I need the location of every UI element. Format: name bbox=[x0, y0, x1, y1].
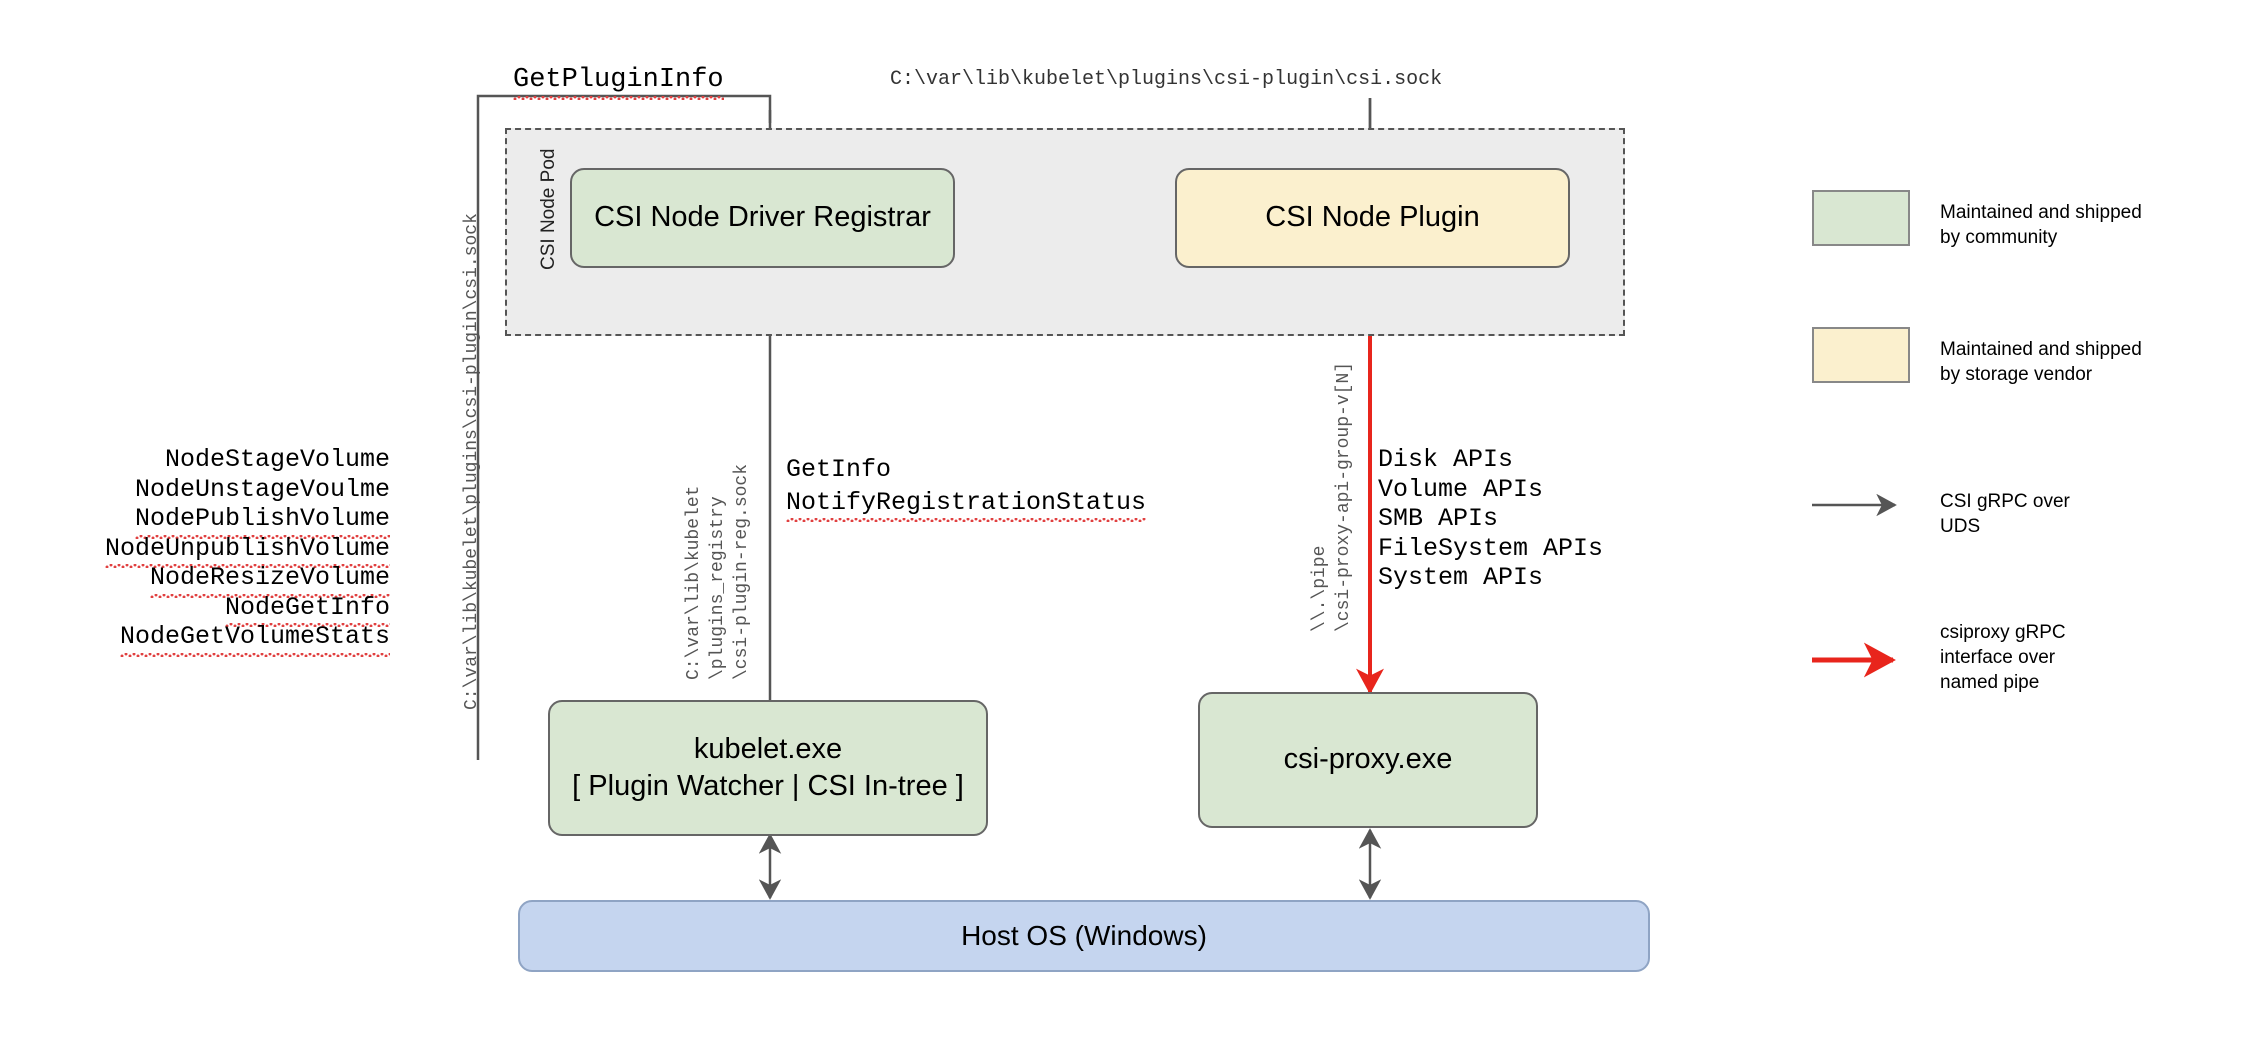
notify-registration-status-label: NotifyRegistrationStatus bbox=[786, 488, 1147, 522]
get-info-label: GetInfo bbox=[786, 455, 891, 484]
list-item: Disk APIs bbox=[1378, 445, 1603, 475]
registry-path-line3: \csi-plugin-reg.sock bbox=[732, 463, 752, 680]
legend-label-csiproxy-named-pipe: csiproxy gRPC interface over named pipe bbox=[1940, 622, 2066, 693]
named-pipe-line2: \csi-proxy-api-group-v[N] bbox=[1334, 361, 1354, 632]
box-host-os-label: Host OS (Windows) bbox=[961, 920, 1207, 952]
box-host-os[interactable]: Host OS (Windows) bbox=[518, 900, 1650, 972]
legend-label-community: Maintained and shipped by community bbox=[1940, 202, 2142, 248]
list-item: NodeUnpublishVolume bbox=[90, 533, 391, 568]
csi-sock-path-top-label: C:\var\lib\kubelet\plugins\csi-plugin\cs… bbox=[890, 68, 1443, 91]
box-csi-node-plugin-label: CSI Node Plugin bbox=[1265, 201, 1480, 234]
list-item: NodePublishVolume bbox=[90, 504, 391, 538]
api-group-4: System APIs bbox=[1378, 563, 1544, 592]
node-call-3: NodeUnpublishVolume bbox=[104, 533, 391, 568]
box-csi-node-driver-registrar-label: CSI Node Driver Registrar bbox=[594, 201, 931, 234]
node-call-0: NodeStageVolume bbox=[164, 445, 390, 474]
api-group-2: SMB APIs bbox=[1378, 504, 1499, 533]
named-pipe-line1: \\.\pipe bbox=[1310, 545, 1330, 632]
list-item: NodeGetVolumeStats bbox=[90, 622, 391, 656]
node-call-1: NodeUnstageVoulme bbox=[134, 474, 390, 504]
node-call-6: NodeGetVolumeStats bbox=[119, 622, 391, 656]
registry-path-line2: \plugins_registry bbox=[708, 496, 728, 680]
api-group-1: Volume APIs bbox=[1378, 474, 1544, 504]
node-call-list: NodeStageVolume NodeUnstageVoulme NodePu… bbox=[90, 445, 391, 656]
legend-swatch-vendor bbox=[1812, 327, 1910, 383]
legend-swatch-community bbox=[1812, 190, 1910, 246]
api-group-list: Disk APIs Volume APIs SMB APIs FileSyste… bbox=[1378, 445, 1603, 593]
get-info-text: GetInfo bbox=[786, 455, 892, 484]
list-item: NodeStageVolume bbox=[90, 445, 390, 475]
registry-path-line1: C:\var\lib\kubelet bbox=[684, 485, 704, 680]
list-item: SMB APIs bbox=[1378, 504, 1603, 534]
notify-registration-status-text: NotifyRegistrationStatus bbox=[786, 488, 1147, 522]
api-group-0: Disk APIs bbox=[1378, 445, 1514, 474]
box-kubelet-exe-sublabel: [ Plugin Watcher | CSI In-tree ] bbox=[572, 770, 964, 802]
list-item: Volume APIs bbox=[1378, 475, 1603, 505]
legend-label-csi-grpc-uds: CSI gRPC over UDS bbox=[1940, 491, 2070, 537]
box-kubelet-exe[interactable]: kubelet.exe [ Plugin Watcher | CSI In-tr… bbox=[548, 700, 988, 836]
list-item: FileSystem APIs bbox=[1378, 534, 1603, 564]
list-item: NodeGetInfo bbox=[90, 592, 391, 627]
box-kubelet-exe-label: kubelet.exe bbox=[693, 732, 843, 765]
get-plugin-info-text: GetPluginInfo bbox=[513, 65, 724, 100]
box-csi-node-driver-registrar[interactable]: CSI Node Driver Registrar bbox=[570, 168, 955, 268]
list-item: NodeUnstageVoulme bbox=[90, 475, 390, 505]
legend-label-vendor: Maintained and shipped by storage vendor bbox=[1940, 339, 2142, 385]
get-plugin-info-label: GetPluginInfo bbox=[513, 65, 724, 100]
box-csi-node-plugin[interactable]: CSI Node Plugin bbox=[1175, 168, 1570, 268]
box-csi-proxy-exe-label: csi-proxy.exe bbox=[1283, 743, 1453, 776]
box-csi-proxy-exe[interactable]: csi-proxy.exe bbox=[1198, 692, 1538, 828]
node-call-2: NodePublishVolume bbox=[134, 504, 391, 538]
csi-sock-path-left-label: C:\var\lib\kubelet\plugins\csi-plugin\cs… bbox=[462, 213, 482, 710]
csi-node-pod-label: CSI Node Pod bbox=[538, 148, 559, 270]
api-group-3: FileSystem APIs bbox=[1378, 533, 1604, 563]
node-call-4: NodeResizeVolume bbox=[149, 563, 391, 597]
node-call-5: NodeGetInfo bbox=[224, 592, 391, 627]
list-item: System APIs bbox=[1378, 563, 1603, 593]
list-item: NodeResizeVolume bbox=[90, 563, 391, 597]
